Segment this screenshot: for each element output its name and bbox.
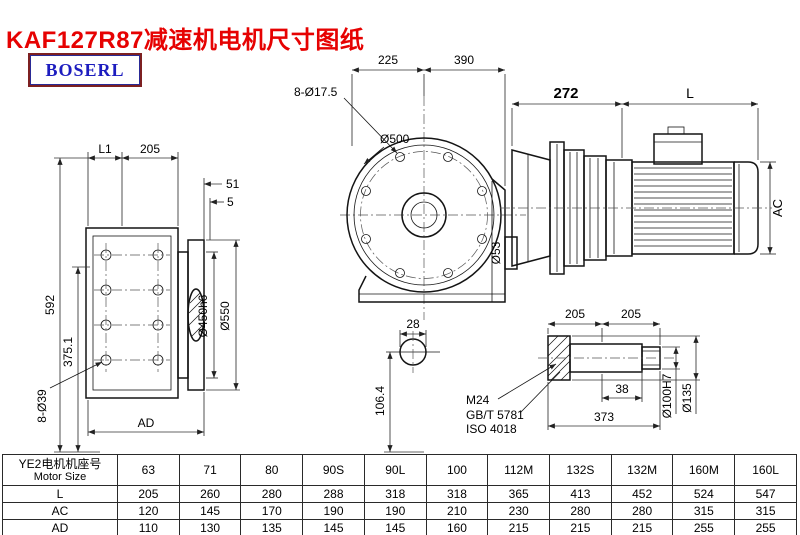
dim-L-label: L bbox=[686, 85, 694, 101]
dim-28-label: 28 bbox=[406, 317, 420, 331]
dim-ad-label: AD bbox=[138, 416, 155, 430]
table-cell: 215 bbox=[549, 519, 612, 535]
row-label-AC: AC bbox=[2, 502, 118, 520]
dim-205-label: 205 bbox=[140, 142, 160, 156]
dim-375-label: 375.1 bbox=[61, 337, 75, 367]
table-cell: 280 bbox=[240, 485, 304, 503]
table-cell: 255 bbox=[734, 519, 797, 535]
table-cell: 413 bbox=[549, 485, 612, 503]
motor-size-label-cn: YE2电机机座号 bbox=[18, 456, 102, 471]
dim-d450-label: Ø450h6 bbox=[196, 294, 210, 337]
dim-390-label: 390 bbox=[454, 53, 474, 67]
dim-373-label: 373 bbox=[594, 410, 614, 424]
table-cell: 190 bbox=[302, 502, 365, 520]
front-view: 225 390 8-Ø17.5 Ø500 Ø53 28 106.4 bbox=[294, 53, 526, 453]
table-cell: 315 bbox=[734, 502, 797, 520]
size-column-header: 90S bbox=[302, 454, 365, 486]
table-cell: 170 bbox=[240, 502, 304, 520]
motor-size-header: YE2电机机座号 Motor Size bbox=[2, 454, 118, 486]
dim-225-label: 225 bbox=[378, 53, 398, 67]
table-header-row: YE2电机机座号 Motor Size 63 71 80 90S 90L 100… bbox=[2, 454, 797, 486]
dim-8xd175-label: 8-Ø17.5 bbox=[294, 85, 338, 99]
table-cell: 145 bbox=[302, 519, 365, 535]
table-cell: 110 bbox=[117, 519, 180, 535]
table-cell: 215 bbox=[610, 519, 674, 535]
dim-592-label: 592 bbox=[43, 295, 57, 315]
table-cell: 318 bbox=[363, 485, 427, 503]
shaft-detail: 205 205 M24 GB/T 5781 ISO 4018 38 373 Ø1… bbox=[466, 307, 700, 436]
size-column-header: 63 bbox=[117, 454, 180, 486]
size-column-header: 71 bbox=[178, 454, 242, 486]
flange-spigot bbox=[177, 251, 189, 379]
motor-size-label-en: Motor Size bbox=[33, 470, 87, 483]
brand-logo-text: BOSERL bbox=[45, 59, 125, 80]
table-row-AD: AD 110 130 135 145 145 160 215 215 215 2… bbox=[2, 519, 797, 535]
size-column-header: 132S bbox=[549, 454, 612, 486]
row-label-L: L bbox=[2, 485, 118, 503]
table-cell: 365 bbox=[487, 485, 551, 503]
table-row-L: L 205 260 280 288 318 318 365 413 452 52… bbox=[2, 485, 797, 503]
table-cell: 315 bbox=[672, 502, 736, 520]
dim-205a-label: 205 bbox=[565, 307, 585, 321]
side-view: 272 L AC bbox=[500, 85, 785, 275]
size-column-header: 100 bbox=[425, 454, 489, 486]
dim-d100-label: Ø100H7 bbox=[660, 373, 674, 418]
table-cell: 524 bbox=[672, 485, 736, 503]
dim-8xd39-label: 8-Ø39 bbox=[35, 389, 49, 423]
size-column-header: 80 bbox=[240, 454, 304, 486]
table-cell: 135 bbox=[240, 519, 304, 535]
dim-51-label: 51 bbox=[226, 177, 240, 191]
dim-272-label: 272 bbox=[553, 85, 578, 102]
dim-d53-label: Ø53 bbox=[489, 241, 503, 264]
size-column-header: 90L bbox=[363, 454, 427, 486]
output-stub bbox=[504, 236, 518, 270]
table-cell: 145 bbox=[178, 502, 242, 520]
dim-5-label: 5 bbox=[227, 195, 234, 209]
table-cell: 288 bbox=[302, 485, 365, 503]
dim-d135-label: Ø135 bbox=[680, 383, 694, 413]
gearbox-rear-outline bbox=[85, 227, 179, 399]
table-cell: 205 bbox=[117, 485, 180, 503]
dim-d550-label: Ø550 bbox=[218, 301, 232, 331]
table-cell: 120 bbox=[117, 502, 180, 520]
table-cell: 145 bbox=[363, 519, 427, 535]
brand-logo: BOSERL bbox=[28, 53, 142, 87]
page-title: KAF127R87减速机电机尺寸图纸 bbox=[6, 27, 365, 55]
table-cell: 130 bbox=[178, 519, 242, 535]
table-cell: 190 bbox=[363, 502, 427, 520]
left-view: L1 205 51 5 592 375.1 8-Ø39 AD Ø450h6 Ø5… bbox=[35, 142, 240, 453]
callout-m24: M24 bbox=[466, 393, 490, 407]
main-flange-circle bbox=[346, 137, 502, 293]
size-column-header: 160M bbox=[672, 454, 736, 486]
table-cell: 318 bbox=[425, 485, 489, 503]
table-cell: 255 bbox=[672, 519, 736, 535]
terminal-box bbox=[653, 133, 703, 165]
row-label-AD: AD bbox=[2, 519, 118, 535]
callout-gbt: GB/T 5781 bbox=[466, 408, 524, 422]
table-cell: 280 bbox=[549, 502, 612, 520]
table-cell: 230 bbox=[487, 502, 551, 520]
dim-106-label: 106.4 bbox=[373, 386, 387, 416]
housing-outline bbox=[358, 178, 506, 303]
table-cell: 547 bbox=[734, 485, 797, 503]
table-cell: 280 bbox=[610, 502, 674, 520]
dimension-table: YE2电机机座号 Motor Size 63 71 80 90S 90L 100… bbox=[2, 454, 797, 535]
dim-d500-label: Ø500 bbox=[380, 132, 410, 146]
dim-l1-label: L1 bbox=[98, 142, 112, 156]
table-cell: 215 bbox=[487, 519, 551, 535]
dim-38-label: 38 bbox=[615, 382, 629, 396]
callout-iso: ISO 4018 bbox=[466, 422, 517, 436]
table-row-AC: AC 120 145 170 190 190 210 230 280 280 3… bbox=[2, 502, 797, 520]
table-cell: 260 bbox=[178, 485, 242, 503]
size-column-header: 112M bbox=[487, 454, 551, 486]
size-column-header: 132M bbox=[610, 454, 674, 486]
dim-AC-label: AC bbox=[770, 199, 785, 217]
table-cell: 452 bbox=[610, 485, 674, 503]
table-cell: 210 bbox=[425, 502, 489, 520]
dim-205b-label: 205 bbox=[621, 307, 641, 321]
size-column-header: 160L bbox=[734, 454, 797, 486]
table-cell: 160 bbox=[425, 519, 489, 535]
shaft-bore bbox=[187, 288, 205, 342]
